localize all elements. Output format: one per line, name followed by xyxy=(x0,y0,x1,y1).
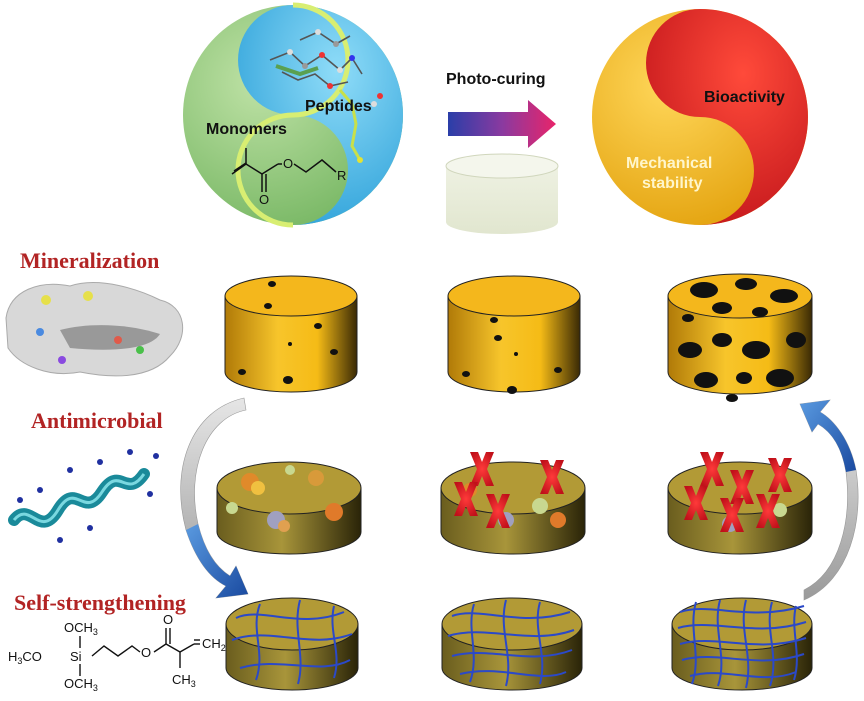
ch2-group: CH2 xyxy=(202,636,226,653)
mineral-disk-3 xyxy=(667,273,813,402)
stability-label: stability xyxy=(642,175,703,192)
r-group: R xyxy=(337,168,346,183)
ester-oxygen-silane: O xyxy=(141,645,151,660)
monomers-label: Monomers xyxy=(206,121,287,138)
silicon-atom: Si xyxy=(70,649,82,664)
mineralization-heading: Mineralization xyxy=(20,248,159,273)
silane-structure: OCH3 H3CO Si OCH3 O O CH2 CH3 xyxy=(8,612,226,693)
peptide-atoms xyxy=(287,29,383,163)
bioactivity-label: Bioactivity xyxy=(704,89,785,106)
antimicrobial-disk-3 xyxy=(667,452,813,555)
mechanical-label: Mechanical xyxy=(626,155,712,172)
antimicrobial-disk-1 xyxy=(216,461,362,555)
network-disk-3 xyxy=(671,597,813,691)
killed-bacteria-x-marks xyxy=(454,452,564,528)
photo-curing-label: Photo-curing xyxy=(446,71,546,88)
polymer-fiber-network xyxy=(231,599,353,685)
mineral-pores xyxy=(238,281,338,384)
mineralization-protein-icon xyxy=(5,282,184,377)
self-strengthening-heading: Self-strengthening xyxy=(14,590,186,615)
bacteria-clusters xyxy=(226,465,343,532)
yinyang-divider xyxy=(235,2,351,228)
killed-bacteria-x-marks xyxy=(684,452,792,532)
mineral-disk-2 xyxy=(447,275,581,394)
h3co-group: H3CO xyxy=(8,649,42,666)
methacrylate-structure xyxy=(231,148,337,192)
right-curved-arrow xyxy=(799,399,859,601)
antimicrobial-helix-icon xyxy=(8,449,159,543)
peptide-half xyxy=(238,5,403,225)
bioactivity-stability-yinyang: Bioactivity Mechanical stability xyxy=(592,9,808,225)
polymer-fiber-network xyxy=(677,599,807,689)
ch3-group: CH3 xyxy=(172,672,196,689)
monomer-peptide-yinyang: Peptides Monomers O O R xyxy=(183,2,403,228)
photo-curing-arrow xyxy=(448,100,556,148)
mineral-pores xyxy=(462,317,562,394)
cured-sample-cylinder xyxy=(445,153,559,234)
och3-bottom: OCH3 xyxy=(64,676,98,693)
peptides-label: Peptides xyxy=(305,98,372,115)
network-disk-1 xyxy=(225,597,359,691)
left-curved-arrow xyxy=(180,397,249,599)
mineral-pores xyxy=(678,278,806,402)
carbonyl-oxygen-silane: O xyxy=(163,612,173,627)
antimicrobial-disk-2 xyxy=(440,452,586,555)
ester-oxygen: O xyxy=(283,156,293,171)
mineral-disk-1 xyxy=(224,275,358,393)
network-disk-2 xyxy=(441,597,583,691)
antimicrobial-heading: Antimicrobial xyxy=(31,408,163,433)
polymer-fiber-network xyxy=(447,599,575,687)
carbonyl-oxygen: O xyxy=(259,192,269,207)
och3-top: OCH3 xyxy=(64,620,98,637)
bioactivity-half xyxy=(646,9,808,225)
